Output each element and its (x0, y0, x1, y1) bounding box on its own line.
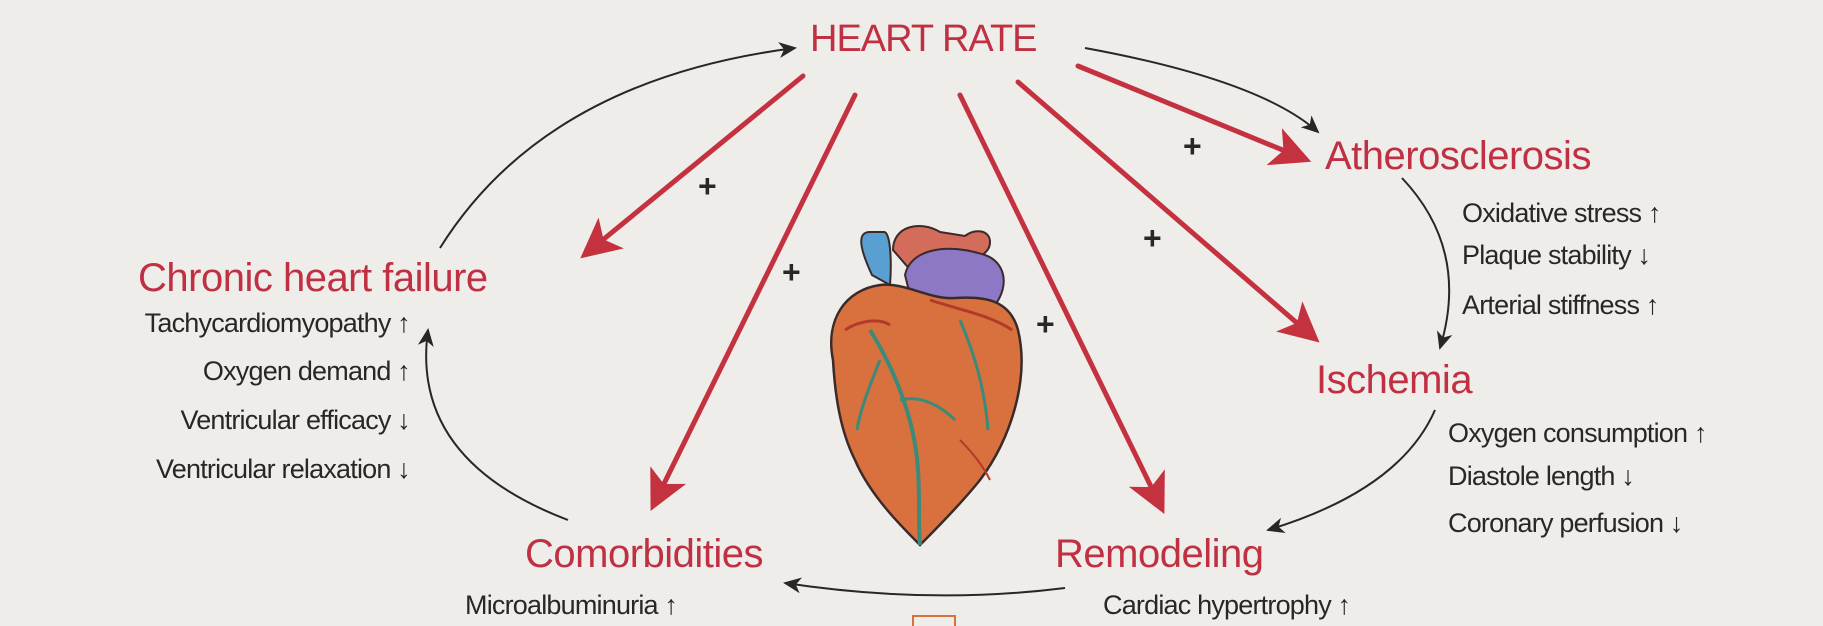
atherosclerosis-label: Atherosclerosis (1325, 136, 1591, 176)
arrow-to-chronic-heart-failure (588, 76, 803, 252)
plus-sign-comorbidities: + (782, 256, 801, 288)
chronic-heart-failure-effect-4: Ventricular relaxation ↓ (156, 456, 410, 483)
chronic-heart-failure-effect-1: Tachycardiomyopathy ↑ (145, 310, 410, 337)
remodeling-label: Remodeling (1055, 534, 1263, 574)
atherosclerosis-effect-2: Plaque stability ↓ (1462, 242, 1650, 269)
atherosclerosis-effect-3: Arterial stiffness ↑ (1462, 292, 1659, 319)
remodeling-effect-1: Cardiac hypertrophy ↑ (1103, 592, 1350, 619)
comorbidities-label: Comorbidities (525, 534, 763, 574)
ischemia-label: Ischemia (1316, 360, 1472, 400)
cycle-arrow-ischemia-to-remodeling (1268, 410, 1435, 530)
heart-icon (831, 226, 1021, 545)
plus-sign-remodeling: + (1036, 308, 1055, 340)
chronic-heart-failure-label: Chronic heart failure (138, 258, 488, 298)
bottom-box (913, 616, 955, 626)
chronic-heart-failure-effect-2: Oxygen demand ↑ (203, 358, 410, 385)
heart-rate-label: HEART RATE (810, 20, 1037, 58)
plus-sign-ischemia: + (1143, 222, 1162, 254)
plus-sign-chronic-heart-failure: + (698, 170, 717, 202)
plus-sign-atherosclerosis: + (1183, 130, 1202, 162)
ischemia-effect-3: Coronary perfusion ↓ (1448, 510, 1683, 537)
arrow-to-ischemia (1018, 82, 1312, 336)
cycle-arrow-comorbidities-to-chronic-heart-failure (426, 330, 568, 520)
cycle-arrow-atherosclerosis-to-ischemia (1402, 178, 1449, 348)
cycle-arrow-chronic-heart-failure-to-heart-rate (440, 48, 795, 248)
ischemia-effect-2: Diastole length ↓ (1448, 463, 1634, 490)
atherosclerosis-effect-1: Oxidative stress ↑ (1462, 200, 1661, 227)
ischemia-effect-1: Oxygen consumption ↑ (1448, 420, 1707, 447)
comorbidities-effect-1: Microalbuminuria ↑ (465, 592, 677, 619)
arrow-to-comorbidities (655, 95, 855, 502)
cycle-arrow-remodeling-to-comorbidities (785, 583, 1065, 595)
chronic-heart-failure-effect-3: Ventricular efficacy ↓ (180, 407, 410, 434)
